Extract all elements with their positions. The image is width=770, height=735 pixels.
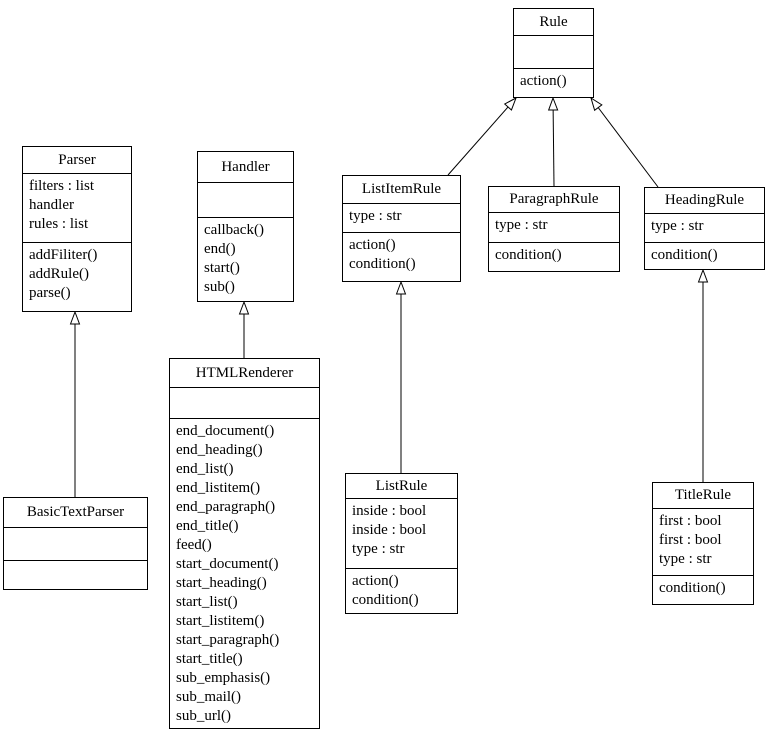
class-name: Parser [23,147,131,174]
edge-listitemrule-to-rule [447,96,517,176]
class-attributes: first : bool first : bool type : str [653,509,753,576]
class-box-listrule: ListRule inside : bool inside : bool typ… [345,473,458,614]
class-name: HTMLRenderer [170,359,319,388]
class-methods: condition() [651,247,718,263]
class-name: BasicTextParser [4,498,147,528]
class-attributes [198,183,293,218]
class-methods: action() condition() [349,237,416,272]
class-box-basictextparser: BasicTextParser [3,497,148,590]
class-box-titlerule: TitleRule first : bool first : bool type… [652,482,754,605]
class-methods: addFiliter() addRule() parse() [29,247,98,301]
class-attributes: type : str [645,214,764,243]
class-name: ListItemRule [343,176,460,204]
class-attributes: type : str [343,204,460,233]
class-box-paragraphrule: ParagraphRule type : str condition() [488,186,620,272]
class-attributes: filters : list handler rules : list [23,174,131,243]
class-methods: callback() end() start() sub() [204,222,264,295]
class-box-htmlrenderer: HTMLRenderer end_document() end_heading(… [169,358,320,729]
class-name: Handler [198,152,293,183]
class-attributes [514,36,593,69]
class-name: ParagraphRule [489,187,619,213]
class-box-rule: Rule action() [513,8,594,98]
class-name: Rule [514,9,593,36]
class-methods: condition() [659,580,726,596]
class-methods: action() condition() [352,573,419,608]
class-name: HeadingRule [645,188,764,214]
edge-headingrule-to-rule [590,96,659,188]
class-methods: action() [520,73,567,89]
class-methods: end_document() end_heading() end_list() … [176,423,280,724]
class-name: TitleRule [653,483,753,509]
class-attributes: type : str [489,213,619,243]
class-box-parser: Parser filters : list handler rules : li… [22,146,132,312]
class-name: ListRule [346,474,457,499]
edge-paragraphrule-to-rule [547,96,559,187]
class-attributes [4,528,147,561]
class-box-headingrule: HeadingRule type : str condition() [644,187,765,270]
class-box-listitemrule: ListItemRule type : str action() conditi… [342,175,461,282]
class-methods [4,561,147,589]
class-methods: condition() [495,247,562,263]
class-attributes [170,388,319,419]
class-attributes: inside : bool inside : bool type : str [346,499,457,569]
class-box-handler: Handler callback() end() start() sub() [197,151,294,302]
